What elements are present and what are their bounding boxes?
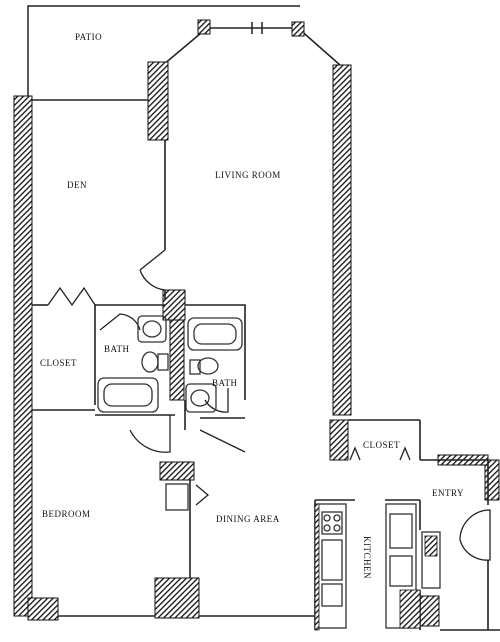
room-label-kitchen: KITCHEN xyxy=(362,536,372,579)
room-label-dining-area: DINING AREA xyxy=(216,514,280,524)
room-label-bath-right: BATH xyxy=(212,378,238,388)
room-label-bedroom: BEDROOM xyxy=(42,509,91,519)
room-label-entry: ENTRY xyxy=(432,488,465,498)
room-label-closet-right: CLOSET xyxy=(363,440,401,450)
patio-post-right xyxy=(291,21,305,37)
room-label-den: DEN xyxy=(67,180,87,190)
room-label-patio: PATIO xyxy=(75,32,103,42)
room-label-bath-left: BATH xyxy=(104,344,130,354)
fixtures xyxy=(97,315,441,629)
patio-outline xyxy=(27,5,341,100)
partitions xyxy=(32,99,500,631)
room-label-living-room: LIVING ROOM xyxy=(215,170,281,180)
patio-post-left xyxy=(197,19,211,35)
kitchen-hatch xyxy=(314,503,438,631)
room-label-closet-left: CLOSET xyxy=(40,358,78,368)
doors xyxy=(47,249,491,561)
